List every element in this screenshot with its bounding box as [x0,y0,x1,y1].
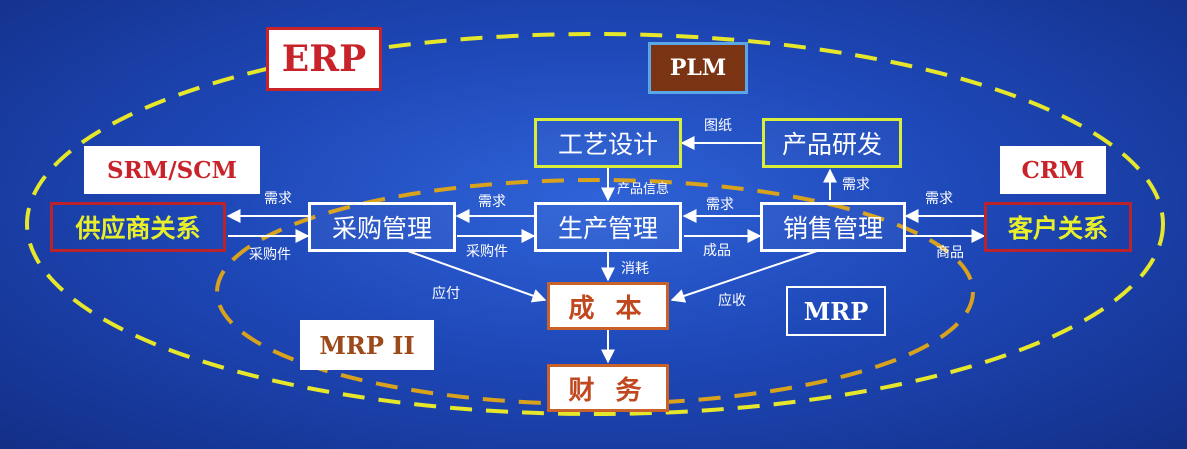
flow-label-demand-sales: 需求 [706,197,734,213]
erp-boundary [25,32,1165,416]
srm-scm-label: SRM/SCM [84,146,260,194]
node-customer-relations: 客户关系 [984,202,1132,252]
flow-label-goods: 商品 [936,245,964,261]
node-purchasing: 采购管理 [308,202,456,252]
node-supplier-relations: 供应商关系 [50,202,226,252]
flow-label-demand-customer: 需求 [925,191,953,207]
erp-label: ERP [266,27,382,91]
flow-label-purchased-parts-production: 采购件 [466,244,508,260]
flow-label-demand-supplier: 需求 [264,191,292,207]
node-finance: 财 务 [547,364,669,412]
mrp-label: MRP [786,286,886,336]
flow-label-payable: 应付 [432,286,460,302]
node-production: 生产管理 [534,202,682,252]
node-sales: 销售管理 [760,202,906,252]
flow-label-demand-production: 需求 [478,194,506,210]
flow-label-finished-goods: 成品 [703,243,731,259]
node-cost: 成 本 [547,282,669,330]
node-product-rd: 产品研发 [762,118,902,168]
plm-label: PLM [648,42,748,94]
arrow-sales-to-cost [670,249,821,303]
flow-label-receivable: 应收 [718,293,746,309]
flow-label-purchased-parts-supplier: 采购件 [249,247,291,263]
mrp2-label: MRP II [300,320,434,370]
flow-label-product-info: 产品信息 [617,182,670,197]
flow-label-demand-sales-rd: 需求 [842,177,870,193]
node-process-design: 工艺设计 [534,118,682,168]
crm-label: CRM [1000,146,1106,194]
arrow-purchasing-to-cost [404,249,547,303]
flow-label-drawings: 图纸 [704,118,732,134]
flow-label-consumption: 消耗 [621,261,649,277]
